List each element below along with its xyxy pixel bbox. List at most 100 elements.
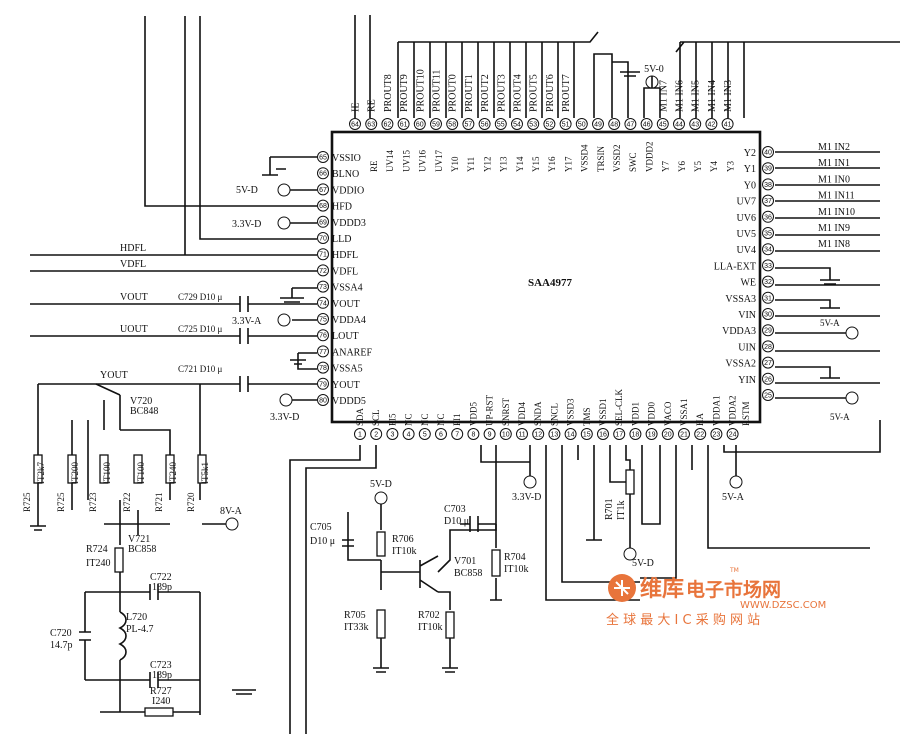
pin-47-number: 47 (627, 122, 635, 129)
left-ground (30, 520, 46, 531)
supply-33vd-symbol (277, 216, 291, 230)
supply-5vd-mid-symbol (374, 491, 388, 505)
top-inner-label: UV17 (434, 150, 444, 172)
pin-79-label: YOUT (332, 380, 360, 391)
pin-18-label: VDD1 (630, 402, 640, 426)
r702-body (445, 611, 455, 639)
pin-57-number: 57 (465, 122, 473, 129)
pin-2-number: 2 (374, 432, 378, 439)
c722-wiring (85, 572, 200, 600)
vout-wire (30, 296, 317, 312)
pin-64-label: IE (351, 103, 362, 112)
pin-36-label: UV6 (737, 213, 756, 224)
pin-4-number: 4 (407, 432, 411, 439)
top-inner-label: UV15 (401, 150, 411, 172)
pin-79 (317, 377, 329, 390)
pin-38-ext: M1 IN0 (818, 174, 850, 185)
vssa4-ground (280, 287, 317, 303)
pin-51-number: 51 (562, 122, 570, 129)
pin-14 (564, 428, 577, 440)
supply-5vd-bottom-label: 5V-D (632, 558, 654, 569)
pin-67-label: VDDIO (332, 185, 364, 196)
pin-36-number: 36 (764, 214, 772, 221)
pin-45-number: 45 (659, 122, 667, 129)
pin-37 (762, 194, 774, 207)
pin-12-number: 12 (534, 432, 542, 439)
c720-wiring (79, 592, 91, 680)
pin-68 (317, 199, 329, 212)
pin-28-label: UIN (738, 342, 756, 353)
pin-34 (762, 243, 774, 256)
pin-33-label: LLA-EXT (714, 261, 756, 272)
top-inner-label: Y15 (531, 156, 541, 172)
pin-45-label: M1 IN7 (658, 80, 669, 112)
pin-16-number: 16 (599, 432, 607, 439)
pin-23-label: VDDA1 (711, 396, 721, 427)
pin-53 (527, 118, 540, 130)
pin-2 (370, 428, 383, 440)
pin-76-number: 76 (319, 333, 327, 340)
pin-75-number: 75 (319, 317, 327, 324)
pin-31 (762, 291, 774, 304)
resistor-ref: R725 (56, 492, 66, 512)
chip-body (330, 130, 762, 424)
top-inner-label: VSSD2 (612, 144, 622, 172)
signal-uout: UOUT (120, 324, 148, 335)
lla-ext-ground (775, 267, 840, 285)
supply-8va-label: 8V-A (220, 506, 243, 517)
pin-29-number: 29 (764, 328, 772, 335)
pin-3-label: PI5 (387, 413, 397, 426)
pin-63 (365, 118, 378, 130)
pin-40 (762, 146, 774, 158)
pin-58-number: 58 (448, 122, 456, 129)
pin-25-number: 25 (764, 393, 772, 400)
m1in-right-lines (775, 151, 880, 252)
pin48-50-ground (593, 53, 640, 118)
pin-37-number: 37 (764, 198, 772, 205)
resistor-ref: R723 (88, 492, 98, 512)
pin-73-label: VSSA4 (332, 283, 363, 294)
pin-2-label: SCL (371, 409, 381, 426)
supply-5vd-bottom-symbol (623, 547, 637, 561)
pin-62 (381, 118, 394, 130)
pin-60 (413, 118, 426, 130)
pin-56-label: PROUT2 (480, 74, 491, 112)
top-inner-label: RE (369, 160, 379, 172)
pin-59 (430, 118, 442, 130)
pin-49 (592, 118, 604, 130)
pin-10-label: SNRST (501, 397, 511, 426)
pin-42 (705, 118, 718, 130)
r705-ref: R705 (344, 610, 366, 621)
pin-65-number: 65 (319, 155, 327, 162)
pin-14-label: VSSD3 (566, 398, 576, 426)
r702-val: IT10k (418, 622, 442, 633)
pin-27 (762, 356, 774, 369)
pin-39-number: 39 (764, 166, 772, 173)
pin-63-label: RE (367, 99, 378, 112)
pin-11-label: VDD4 (517, 402, 527, 426)
pin-25 (762, 389, 774, 401)
pin-59-number: 59 (432, 122, 440, 129)
pin-42-number: 42 (708, 122, 716, 129)
watermark-brand: 维库 (640, 576, 684, 602)
pin-29-label: VDDA3 (722, 326, 756, 337)
pin-34-ext: M1 IN8 (818, 239, 850, 250)
watermark-url: WWW.DZSC.COM (740, 600, 826, 611)
supply-5va-right2-symbol (845, 391, 859, 405)
supply-5vd-label: 5V-D (236, 185, 258, 196)
top-inner-label: Y4 (709, 161, 719, 172)
pin-79-number: 79 (319, 381, 327, 388)
pin-77-number: 77 (319, 349, 327, 356)
r724-body (114, 547, 124, 573)
ie-re-lines (354, 15, 371, 118)
top-inner-label: Y12 (482, 157, 492, 173)
pin-35-number: 35 (764, 231, 772, 238)
pin-24-label: VDDA2 (728, 396, 738, 427)
pin-56 (478, 118, 491, 130)
hdfl-vdfl-wires (30, 16, 317, 272)
c721-label: C721 D10 μ (178, 364, 223, 374)
sda-scl-wires (289, 445, 377, 734)
pin-55-label: PROUT3 (496, 74, 507, 112)
pin-69-number: 69 (319, 219, 327, 226)
